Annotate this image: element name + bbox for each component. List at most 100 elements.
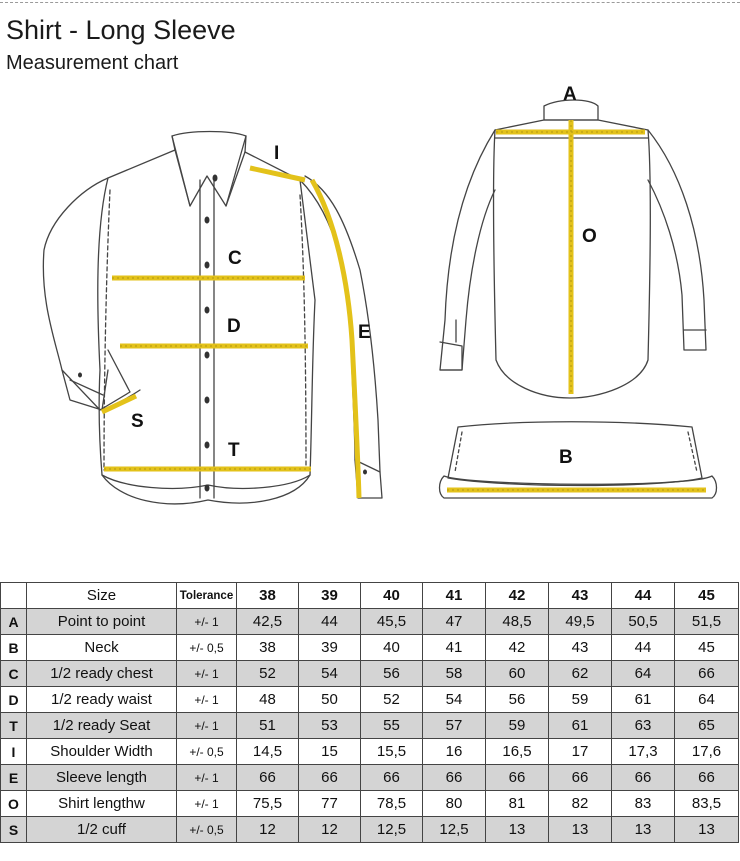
row-value: 48 bbox=[236, 686, 299, 713]
top-dashed-border bbox=[0, 2, 740, 3]
measurement-table: Size Tolerance 38 39 40 41 42 43 44 45 A… bbox=[0, 582, 739, 843]
row-value: 13 bbox=[611, 816, 675, 843]
label-t: T bbox=[228, 440, 240, 461]
label-d: D bbox=[227, 316, 241, 337]
header-size: Size bbox=[26, 582, 177, 609]
row-code: A bbox=[0, 608, 27, 635]
row-measurement-name: 1/2 ready waist bbox=[26, 686, 177, 713]
row-value: 66 bbox=[548, 764, 612, 791]
row-value: 80 bbox=[422, 790, 486, 817]
row-tolerance: +/- 1 bbox=[176, 608, 237, 635]
row-tolerance: +/- 1 bbox=[176, 660, 237, 687]
header-size-value: 38 bbox=[236, 582, 299, 609]
row-value: 12,5 bbox=[360, 816, 423, 843]
row-value: 62 bbox=[548, 660, 612, 687]
label-c: C bbox=[228, 248, 242, 269]
row-value: 78,5 bbox=[360, 790, 423, 817]
row-value: 16 bbox=[422, 738, 486, 765]
row-value: 44 bbox=[298, 608, 361, 635]
label-o: O bbox=[582, 226, 597, 247]
row-value: 66 bbox=[485, 764, 549, 791]
row-measurement-name: 1/2 cuff bbox=[26, 816, 177, 843]
row-measurement-name: Sleeve length bbox=[26, 764, 177, 791]
row-value: 15 bbox=[298, 738, 361, 765]
measurement-lines bbox=[100, 120, 706, 499]
row-value: 64 bbox=[674, 686, 739, 713]
front-buttons bbox=[78, 174, 367, 492]
row-value: 13 bbox=[674, 816, 739, 843]
row-value: 50 bbox=[298, 686, 361, 713]
label-s: S bbox=[131, 411, 144, 432]
row-tolerance: +/- 0,5 bbox=[176, 738, 237, 765]
row-value: 57 bbox=[422, 712, 486, 739]
row-value: 15,5 bbox=[360, 738, 423, 765]
row-value: 66 bbox=[360, 764, 423, 791]
row-value: 77 bbox=[298, 790, 361, 817]
row-value: 53 bbox=[298, 712, 361, 739]
row-tolerance: +/- 1 bbox=[176, 790, 237, 817]
header-code-cell bbox=[0, 582, 27, 609]
measurement-table-body: Size Tolerance 38 39 40 41 42 43 44 45 A… bbox=[0, 582, 739, 843]
row-value: 61 bbox=[548, 712, 612, 739]
row-value: 48,5 bbox=[485, 608, 549, 635]
row-measurement-name: 1/2 ready chest bbox=[26, 660, 177, 687]
row-value: 56 bbox=[485, 686, 549, 713]
row-value: 17,3 bbox=[611, 738, 675, 765]
row-value: 63 bbox=[611, 712, 675, 739]
row-value: 66 bbox=[611, 764, 675, 791]
row-value: 83 bbox=[611, 790, 675, 817]
row-code: E bbox=[0, 764, 27, 791]
row-tolerance: +/- 1 bbox=[176, 686, 237, 713]
page-title: Shirt - Long Sleeve bbox=[6, 15, 236, 45]
row-value: 66 bbox=[236, 764, 299, 791]
row-value: 59 bbox=[548, 686, 612, 713]
row-value: 54 bbox=[422, 686, 486, 713]
row-value: 59 bbox=[485, 712, 549, 739]
row-measurement-name: Shirt lengthw bbox=[26, 790, 177, 817]
row-code: O bbox=[0, 790, 27, 817]
row-value: 45,5 bbox=[360, 608, 423, 635]
header-size-value: 44 bbox=[611, 582, 675, 609]
row-value: 17 bbox=[548, 738, 612, 765]
row-code: D bbox=[0, 686, 27, 713]
row-value: 38 bbox=[236, 634, 299, 661]
row-value: 40 bbox=[360, 634, 423, 661]
row-value: 58 bbox=[422, 660, 486, 687]
label-e: E bbox=[358, 322, 371, 343]
row-value: 44 bbox=[611, 634, 675, 661]
row-value: 13 bbox=[485, 816, 549, 843]
label-b: B bbox=[559, 447, 573, 468]
front-shirt-drawing bbox=[42, 130, 383, 505]
row-value: 17,6 bbox=[674, 738, 739, 765]
row-measurement-name: 1/2 ready Seat bbox=[26, 712, 177, 739]
row-value: 55 bbox=[360, 712, 423, 739]
page-subtitle: Measurement chart bbox=[6, 52, 179, 74]
header-tolerance: Tolerance bbox=[176, 582, 237, 609]
row-value: 41 bbox=[422, 634, 486, 661]
row-code: B bbox=[0, 634, 27, 661]
label-i: I bbox=[274, 143, 279, 164]
row-value: 12 bbox=[298, 816, 361, 843]
row-value: 64 bbox=[611, 660, 675, 687]
row-value: 56 bbox=[360, 660, 423, 687]
row-tolerance: +/- 1 bbox=[176, 712, 237, 739]
row-value: 61 bbox=[611, 686, 675, 713]
row-value: 50,5 bbox=[611, 608, 675, 635]
row-value: 52 bbox=[236, 660, 299, 687]
row-value: 65 bbox=[674, 712, 739, 739]
row-value: 39 bbox=[298, 634, 361, 661]
row-code: T bbox=[0, 712, 27, 739]
row-value: 51 bbox=[236, 712, 299, 739]
row-value: 43 bbox=[548, 634, 612, 661]
row-tolerance: +/- 0,5 bbox=[176, 816, 237, 843]
header-size-value: 42 bbox=[485, 582, 549, 609]
row-measurement-name: Point to point bbox=[26, 608, 177, 635]
table-header-row: Size Tolerance 38 39 40 41 42 43 44 45 bbox=[0, 582, 739, 609]
row-value: 42 bbox=[485, 634, 549, 661]
